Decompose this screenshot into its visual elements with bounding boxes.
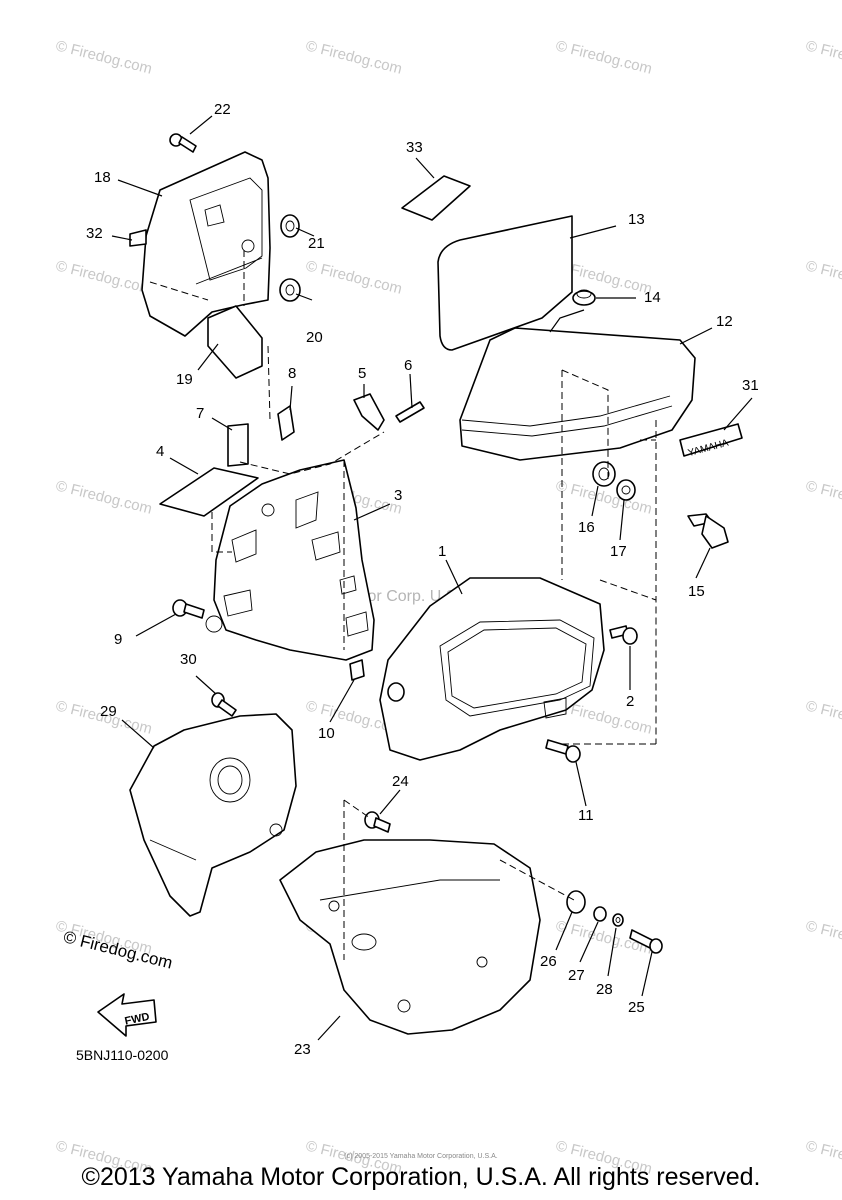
callout-29: 29	[100, 703, 117, 720]
drawing-code: 5BNJ110-0200	[76, 1047, 169, 1063]
part-32-tab	[129, 229, 147, 247]
copyright-footer: ©2013 Yamaha Motor Corporation, U.S.A. A…	[81, 1163, 761, 1191]
part-5-bracket	[353, 393, 385, 431]
part-19-pad	[207, 305, 263, 379]
part-12-side-cover	[459, 327, 696, 461]
callout-33: 33	[406, 139, 423, 156]
callout-1: 1	[438, 543, 446, 560]
callout-8: 8	[288, 365, 296, 382]
svg-text:FWD: FWD	[124, 1011, 151, 1028]
callout-15: 15	[688, 583, 705, 600]
callout-23: 23	[294, 1041, 311, 1058]
part-3-bracket	[205, 459, 375, 661]
callout-19: 19	[176, 371, 193, 388]
part-30-bolt	[211, 692, 237, 717]
part-18-side-cover	[141, 151, 271, 337]
part-21-grommet	[280, 214, 300, 238]
callout-6: 6	[404, 357, 412, 374]
watermark-text: © Firedog.com	[804, 37, 842, 77]
callout-labels: 22 18 32 21 20 19 8 5 6 7 4 3 9 10 1 2 1…	[86, 101, 759, 1058]
small-print: (c) 2005-2015 Yamaha Motor Corporation, …	[344, 1153, 498, 1160]
callout-13: 13	[628, 211, 645, 228]
callout-17: 17	[610, 543, 627, 560]
part-31-decal: YAMAHA	[679, 423, 743, 459]
part-9-bolt	[172, 599, 205, 619]
watermark-text: © Firedog.com	[54, 477, 154, 517]
callout-25: 25	[628, 999, 645, 1016]
part-11-bolt	[545, 739, 581, 763]
callout-12: 12	[716, 313, 733, 330]
part-27-collar	[593, 906, 607, 922]
callout-24: 24	[392, 773, 409, 790]
callout-3: 3	[394, 487, 402, 504]
callout-9: 9	[114, 631, 122, 648]
part-14-grommet	[572, 289, 596, 306]
callout-18: 18	[94, 169, 111, 186]
part-23-lower-cover	[279, 839, 541, 1035]
leader-lines	[111, 115, 753, 1041]
callout-28: 28	[596, 981, 613, 998]
part-29-cover	[129, 713, 297, 917]
part-22-screw	[169, 133, 197, 153]
part-15-fastener	[687, 513, 729, 549]
callout-7: 7	[196, 405, 204, 422]
watermark-text: © Firedog.com	[54, 257, 154, 297]
callout-4: 4	[156, 443, 164, 460]
callout-26: 26	[540, 953, 557, 970]
watermark-text: © Firedog.com	[554, 37, 654, 77]
callout-31: 31	[742, 377, 759, 394]
callout-11: 11	[578, 807, 594, 824]
part-6-pin	[395, 401, 425, 423]
part-28-washer	[612, 913, 624, 927]
watermark-text: © Firedog.com	[804, 697, 842, 737]
callout-21: 21	[308, 235, 325, 252]
alignment-lines	[149, 250, 657, 960]
part-13-panel	[437, 215, 573, 351]
part-20-grommet	[279, 278, 301, 302]
part-33-clip	[401, 175, 471, 221]
part-4-pad	[159, 467, 259, 517]
fwd-arrow-icon: FWD	[97, 993, 157, 1037]
watermark-text: © Firedog.com	[304, 257, 404, 297]
callout-5: 5	[358, 365, 366, 382]
callout-16: 16	[578, 519, 595, 536]
part-24-bolt	[364, 811, 391, 833]
part-1-air-cover	[379, 577, 605, 761]
part-25-bolt	[629, 929, 663, 954]
part-7-pad	[227, 423, 249, 467]
callout-14: 14	[644, 289, 661, 306]
callout-32: 32	[86, 225, 103, 242]
part-8-clip	[277, 405, 295, 441]
watermark-text: © Firedog.com	[804, 477, 842, 517]
callout-30: 30	[180, 651, 197, 668]
callout-2: 2	[626, 693, 634, 710]
callout-10: 10	[318, 725, 335, 742]
watermark-text: © Firedog.com	[804, 917, 842, 957]
callout-20: 20	[306, 329, 323, 346]
part-2-bolt	[609, 625, 638, 645]
part-10-clip	[349, 659, 365, 681]
watermark-text: © Firedog.com	[304, 37, 404, 77]
callout-27: 27	[568, 967, 585, 984]
part-16-grommet	[592, 461, 616, 487]
watermark-text: © Firedog.com	[54, 37, 154, 77]
callout-22: 22	[214, 101, 231, 118]
part-17-collar	[616, 479, 636, 501]
part-26-grommet	[566, 890, 586, 914]
watermark-text: © Firedog.com	[804, 257, 842, 297]
